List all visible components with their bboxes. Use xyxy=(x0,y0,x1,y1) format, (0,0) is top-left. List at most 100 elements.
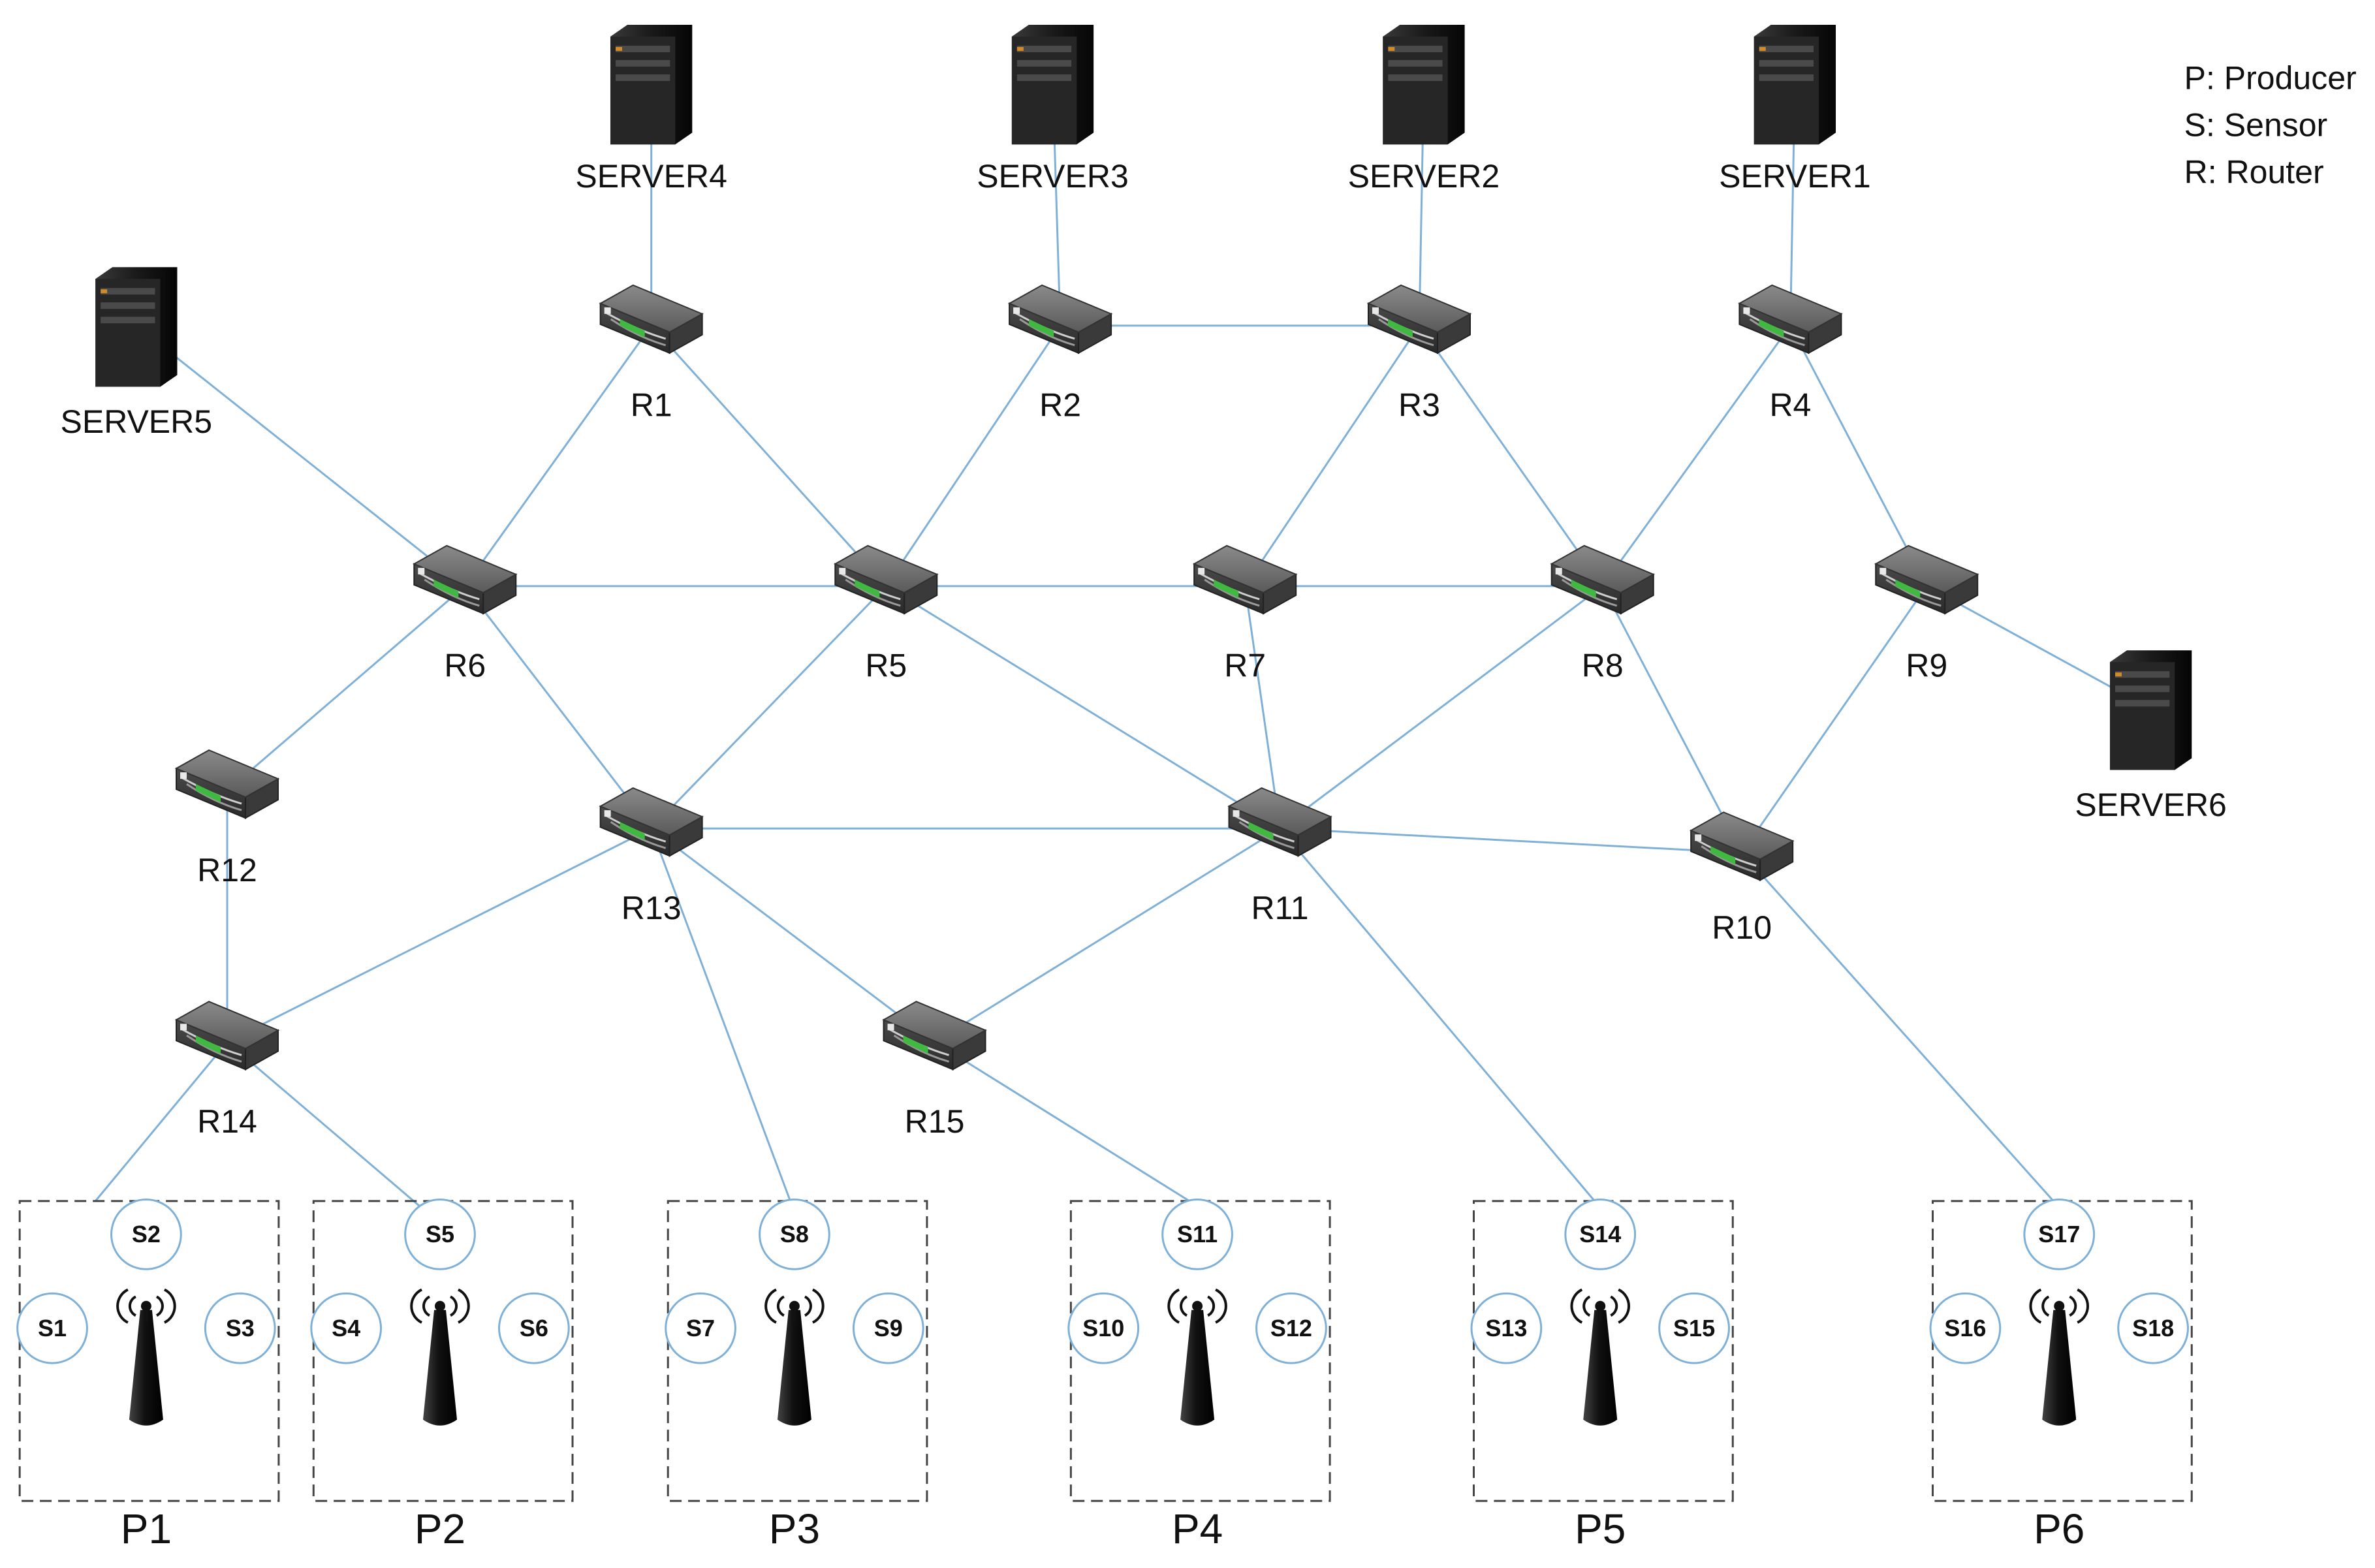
sensor-label: S5 xyxy=(426,1221,454,1247)
server-label: SERVER5 xyxy=(61,403,213,440)
sensor-s8: S8 xyxy=(759,1199,830,1270)
router-icon xyxy=(1227,787,1332,857)
server-6: SERVER6 xyxy=(2075,650,2227,823)
sensor-circle xyxy=(852,1292,924,1364)
router-r13: R13 xyxy=(599,787,704,926)
legend-entry: S: Sensor xyxy=(2184,107,2328,144)
sensor-s11: S11 xyxy=(1161,1199,1233,1270)
server-2: SERVER2 xyxy=(1348,24,1500,195)
router-label: R11 xyxy=(1251,890,1309,926)
router-icon xyxy=(599,284,704,354)
sensor-circle xyxy=(1255,1292,1327,1364)
router-label: R1 xyxy=(631,386,672,423)
link-r5-r13 xyxy=(650,585,887,830)
sensor-s3: S3 xyxy=(204,1292,276,1364)
link-r11-r15 xyxy=(934,827,1281,1043)
link-r2-r5 xyxy=(885,324,1062,587)
link-r13-p3 xyxy=(650,828,793,1205)
server-5: SERVER5 xyxy=(61,267,213,440)
router-icon xyxy=(1366,284,1472,354)
link-r9-r10 xyxy=(1740,586,1928,854)
sensor-label: S3 xyxy=(226,1315,255,1341)
sensor-circle xyxy=(16,1292,88,1364)
sensor-label: S11 xyxy=(1177,1221,1218,1247)
router-r14: R14 xyxy=(174,1001,280,1140)
antenna-icon xyxy=(1167,1288,1227,1426)
server-icon xyxy=(1011,24,1094,145)
sensor-s2: S2 xyxy=(110,1199,182,1270)
antenna-icon xyxy=(2029,1288,2089,1426)
sensor-circle xyxy=(1929,1292,2002,1364)
legend-entry: P: Producer xyxy=(2184,60,2357,97)
router-r6: R6 xyxy=(413,544,518,684)
link-r1-r6 xyxy=(464,324,652,587)
link-r14-p1 xyxy=(95,1041,228,1202)
router-label: R12 xyxy=(197,852,257,888)
sensor-circle xyxy=(1658,1292,1730,1364)
sensor-s17: S17 xyxy=(2023,1199,2096,1270)
server-4: SERVER4 xyxy=(575,24,727,195)
sensor-circle xyxy=(310,1292,383,1364)
router-label: R5 xyxy=(865,648,907,684)
sensor-label: S15 xyxy=(1673,1315,1715,1341)
sensor-s18: S18 xyxy=(2117,1292,2189,1364)
sensor-circle xyxy=(759,1199,830,1270)
links-layer xyxy=(95,83,2152,1214)
router-r8: R8 xyxy=(1550,544,1656,684)
server-icon xyxy=(610,24,693,145)
sensor-s5: S5 xyxy=(404,1199,476,1270)
sensor-label: S9 xyxy=(874,1315,903,1341)
router-r4: R4 xyxy=(1738,284,1843,423)
producer-label: P5 xyxy=(1575,1505,1626,1552)
sensor-label: S1 xyxy=(38,1315,67,1341)
router-label: R8 xyxy=(1582,648,1624,684)
producer-label: P1 xyxy=(121,1505,172,1552)
sensor-circle xyxy=(497,1292,570,1364)
router-icon xyxy=(1689,811,1795,881)
router-r7: R7 xyxy=(1192,544,1298,684)
link-r14-p2 xyxy=(227,1041,429,1214)
link-r5-r11 xyxy=(885,585,1281,830)
producer-label: P4 xyxy=(1172,1505,1223,1552)
sensor-s9: S9 xyxy=(852,1292,924,1364)
sensor-s7: S7 xyxy=(665,1292,736,1364)
sensor-s4: S4 xyxy=(310,1292,383,1364)
router-label: R10 xyxy=(1712,909,1772,946)
sensor-circle xyxy=(2023,1199,2096,1270)
sensor-s15: S15 xyxy=(1658,1292,1730,1364)
router-icon xyxy=(599,787,704,857)
router-r12: R12 xyxy=(174,749,280,888)
sensor-label: S13 xyxy=(1485,1315,1527,1341)
producer-label: P6 xyxy=(2034,1505,2084,1552)
router-label: R2 xyxy=(1039,386,1081,423)
link-r13-r15 xyxy=(650,827,936,1043)
server-label: SERVER2 xyxy=(1348,158,1500,195)
router-label: R6 xyxy=(444,648,486,684)
link-r11-r10 xyxy=(1280,827,1742,854)
link-r13-r14 xyxy=(227,827,652,1043)
router-r1: R1 xyxy=(599,284,704,423)
producer-label: P2 xyxy=(415,1505,465,1552)
router-r15: R15 xyxy=(882,1001,987,1140)
link-r8-r11 xyxy=(1279,585,1603,830)
sensor-s6: S6 xyxy=(497,1292,570,1364)
router-label: R7 xyxy=(1224,648,1266,684)
server-icon xyxy=(1383,24,1465,145)
router-label: R14 xyxy=(197,1103,257,1140)
sensor-label: S16 xyxy=(1944,1315,1986,1341)
router-icon xyxy=(882,1001,987,1071)
router-icon xyxy=(1738,284,1843,354)
server-label: SERVER6 xyxy=(2075,787,2227,823)
server-label: SERVER1 xyxy=(1719,158,1871,195)
sensor-label: S18 xyxy=(2132,1315,2174,1341)
producer-label: P3 xyxy=(769,1505,820,1552)
server-icon xyxy=(2109,650,2192,770)
router-label: R15 xyxy=(905,1103,965,1140)
